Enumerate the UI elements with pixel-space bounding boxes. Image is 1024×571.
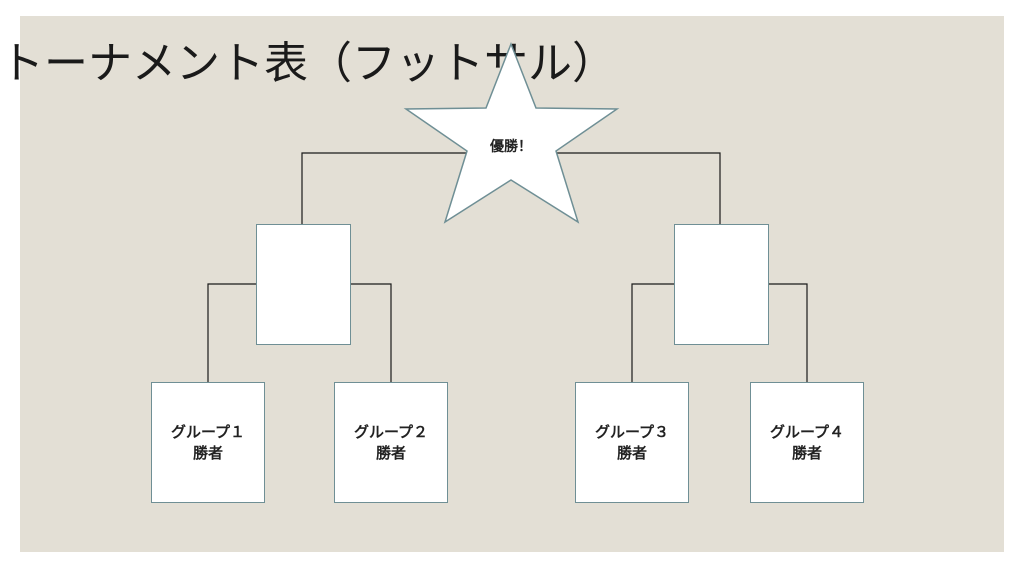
group-3-winner-label: グループ３ 勝者 [594, 422, 670, 462]
semifinal-box-right [674, 224, 769, 345]
semifinal-box-left [256, 224, 351, 345]
group-4-winner-label: グループ４ 勝者 [769, 422, 845, 462]
group-1-winner-box: グループ１ 勝者 [151, 382, 265, 503]
group-4-winner-box: グループ４ 勝者 [750, 382, 864, 503]
group-1-winner-label: グループ１ 勝者 [170, 422, 246, 462]
connector-right-final [552, 152, 721, 224]
connector-group1 [207, 283, 256, 382]
group-2-winner-box: グループ２ 勝者 [334, 382, 448, 503]
champion-label: 優勝！ [490, 139, 532, 155]
star-icon [403, 41, 620, 224]
group-3-winner-box: グループ３ 勝者 [575, 382, 689, 503]
connector-group2 [350, 283, 392, 382]
connector-group4 [768, 283, 808, 382]
connector-group3 [631, 283, 674, 382]
group-2-winner-label: グループ２ 勝者 [353, 422, 429, 462]
connector-left-final [301, 152, 470, 224]
